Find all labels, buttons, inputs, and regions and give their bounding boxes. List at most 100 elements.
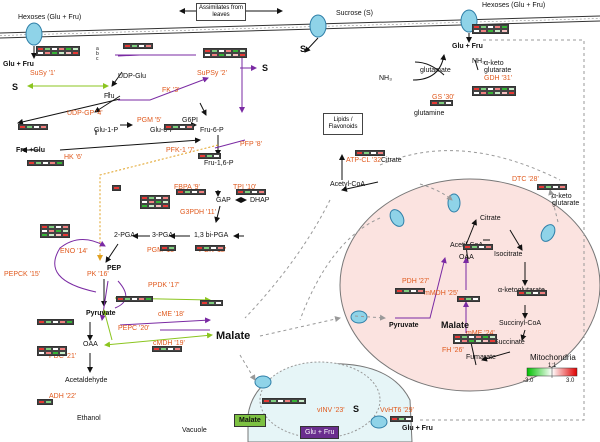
heatmap-cell	[184, 190, 191, 194]
metabolite-isocitrate: Isocitrate	[494, 251, 523, 258]
expression-heatmap	[517, 290, 547, 296]
enzyme-pfk: PFK-1 '7'	[166, 147, 195, 154]
heatmap-cell	[19, 125, 26, 129]
metabolite-2-pga: 2-PGA	[114, 232, 136, 239]
heatmap-cell	[465, 297, 472, 301]
heatmap-cell	[138, 297, 145, 301]
heatmap-cell	[377, 151, 384, 155]
heatmap-cell	[199, 154, 206, 158]
heatmap-cell	[403, 289, 410, 293]
heatmap-cell	[35, 161, 42, 165]
mitochondria-label: Mitochondria	[530, 353, 576, 362]
metabolite-pyruvate: Pyruvate	[86, 310, 116, 317]
expression-heatmap	[140, 195, 170, 209]
heatmap-cell	[38, 400, 45, 404]
expression-heatmap	[195, 245, 225, 251]
heatmap-cell	[473, 25, 480, 29]
metabolite-3-pga: 3-PGA	[152, 232, 174, 239]
expression-heatmap	[36, 46, 80, 56]
heatmap-cell	[225, 49, 232, 53]
heatmap-cell	[204, 53, 211, 57]
metabolite-fru: Fru	[104, 93, 115, 100]
heatmap-cell	[501, 29, 508, 33]
metabolite-acetaldehyde: Acetaldehyde	[65, 377, 108, 384]
enzyme-g3pdh: G3PDH '11'	[180, 209, 217, 216]
expression-heatmap	[40, 224, 70, 238]
heatmap-cell	[141, 196, 148, 200]
heatmap-cell	[489, 335, 496, 339]
heatmap-cell	[138, 44, 145, 48]
heatmap-cell	[165, 125, 172, 129]
enzyme-supsy: SuPSy '2'	[197, 70, 227, 77]
heatmap-cell	[59, 351, 66, 355]
heatmap-cell	[44, 47, 51, 51]
heatmap-cell	[155, 204, 162, 208]
enzyme-gdh: GDH '31'	[484, 75, 512, 82]
heatmap-cell	[45, 320, 52, 324]
metabolite-s-left: S	[12, 82, 19, 92]
heatmap-cell	[525, 291, 532, 295]
expression-heatmap	[453, 334, 497, 344]
heatmap-cell	[65, 47, 72, 51]
metabolite-citrate-mito: Citrate	[480, 215, 501, 222]
heatmap-cell	[206, 154, 213, 158]
heatmap-cell	[217, 246, 224, 250]
heatmap-cell	[445, 101, 452, 105]
expression-heatmap	[27, 160, 64, 166]
metabolite-citrate-cyto: Citrate	[381, 157, 402, 164]
heatmap-cell	[239, 53, 246, 57]
heatmap-cell	[263, 399, 270, 403]
enzyme-vinv: vINV '23'	[317, 407, 345, 414]
heatmap-cell	[174, 347, 181, 351]
heatmap-cell	[475, 339, 482, 343]
vacuole-s-label: S	[353, 404, 360, 414]
heatmap-cell	[468, 339, 475, 343]
heatmap-cell	[145, 44, 152, 48]
expression-heatmap	[236, 189, 266, 195]
enzyme-fk: FK '3'	[162, 87, 180, 94]
heatmap-cell	[213, 154, 220, 158]
expression-heatmap	[37, 319, 74, 325]
hexoses-left-label: Hexoses (Glu + Fru)	[18, 14, 82, 21]
heatmap-cell	[38, 320, 45, 324]
heatmap-cell	[153, 347, 160, 351]
heatmap-cell	[232, 53, 239, 57]
heatmap-cell	[37, 47, 44, 51]
expression-heatmap	[37, 399, 53, 405]
enzyme-udp-gp: UDP-GP '4'	[67, 110, 103, 117]
enzyme-gs: GS '30'	[432, 94, 455, 101]
expression-heatmap	[390, 416, 413, 422]
heatmap-cell	[44, 51, 51, 55]
metabolite-udp-glu: UDP-Glu	[118, 73, 147, 80]
heatmap-cell	[431, 101, 438, 105]
heatmap-cell	[148, 204, 155, 208]
heatmap-cell	[559, 185, 566, 189]
row-label-b: b	[96, 51, 99, 57]
heatmap-cell	[370, 151, 377, 155]
metabolite-oaa-mito: OAA	[459, 254, 474, 261]
lipids-flavonoids-box: Lipids / Flavonoids	[323, 113, 363, 135]
metabolite-gap: GAP	[216, 197, 231, 204]
heatmap-cell	[33, 125, 40, 129]
heatmap-cell	[480, 29, 487, 33]
heatmap-cell	[391, 417, 398, 421]
heatmap-cell	[38, 351, 45, 355]
heatmap-cell	[41, 233, 48, 237]
heatmap-cell	[480, 25, 487, 29]
expression-heatmap	[18, 124, 48, 130]
legend-high: 3.0	[566, 378, 575, 384]
vacuole-malate-box: Malate	[234, 414, 266, 427]
expression-heatmap	[164, 124, 194, 130]
heatmap-cell	[155, 196, 162, 200]
heatmap-cell	[356, 151, 363, 155]
heatmap-cell	[211, 53, 218, 57]
heatmap-cell	[244, 190, 251, 194]
heatmap-cell	[215, 301, 222, 305]
heatmap-cell	[237, 190, 244, 194]
heatmap-cell	[49, 161, 56, 165]
heatmap-cell	[211, 49, 218, 53]
heatmap-cell	[198, 190, 205, 194]
heatmap-cell	[48, 233, 55, 237]
legend-mid: 1:1	[548, 363, 557, 369]
